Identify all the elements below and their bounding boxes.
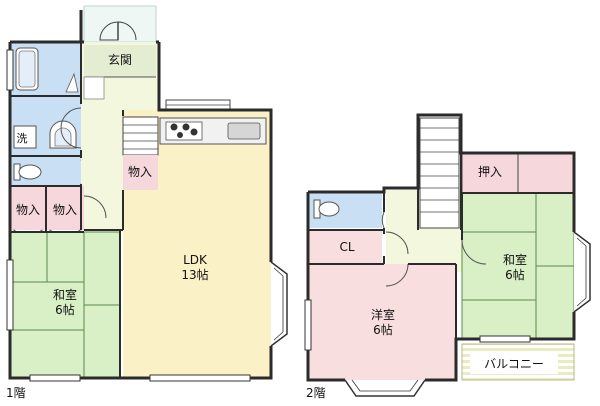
floor-1 (6, 5, 288, 382)
bay-window-washitsu (573, 231, 591, 313)
floor-1-caption: 1階 (6, 386, 26, 400)
toilet-icon (13, 163, 42, 181)
label-oshiire: 押入 (477, 165, 502, 179)
tatami-mats-1f (10, 232, 120, 378)
label-balcony: バルコニー (484, 357, 544, 371)
label-closet-mid: 物入 (52, 203, 77, 217)
label-closet-kitchen: 物入 (127, 165, 152, 179)
label-laundry: 洗 (16, 132, 28, 145)
label-yoshitsu-size: 6帖 (373, 323, 393, 337)
floor-2-caption: 2階 (306, 386, 326, 400)
stove-icon (165, 121, 203, 141)
label-entrance: 玄関 (107, 53, 132, 67)
label-washitsu-1f-name: 和室 (52, 288, 77, 302)
label-washitsu-1f-size: 6帖 (55, 303, 75, 317)
washing-machine-space (13, 125, 37, 149)
bay-window-yoshitsu (344, 379, 426, 397)
tatami-mats-2f (462, 193, 574, 339)
label-washitsu-2f-size: 6帖 (505, 268, 525, 282)
label-closet-left: 物入 (15, 203, 40, 217)
bay-window-ldk (270, 261, 288, 347)
label-ldk-size: 13帖 (181, 268, 209, 282)
windows-2f (304, 299, 531, 351)
sink-icon (227, 122, 261, 140)
yoshitsu-room (308, 264, 456, 380)
staircase-2f (419, 117, 460, 229)
closet-left (10, 186, 46, 230)
windows-1f (6, 49, 251, 382)
label-yoshitsu-name: 洋室 (370, 308, 395, 322)
entrance-porch (83, 5, 157, 43)
label-cl: CL (339, 240, 355, 254)
label-washitsu-2f-name: 和室 (502, 253, 527, 267)
floor-2 (304, 113, 591, 397)
closet-mid (46, 186, 84, 230)
toilet-icon (313, 199, 340, 219)
label-ldk-name: LDK (183, 253, 207, 267)
closet-cl (308, 230, 382, 264)
entrance (84, 45, 156, 77)
